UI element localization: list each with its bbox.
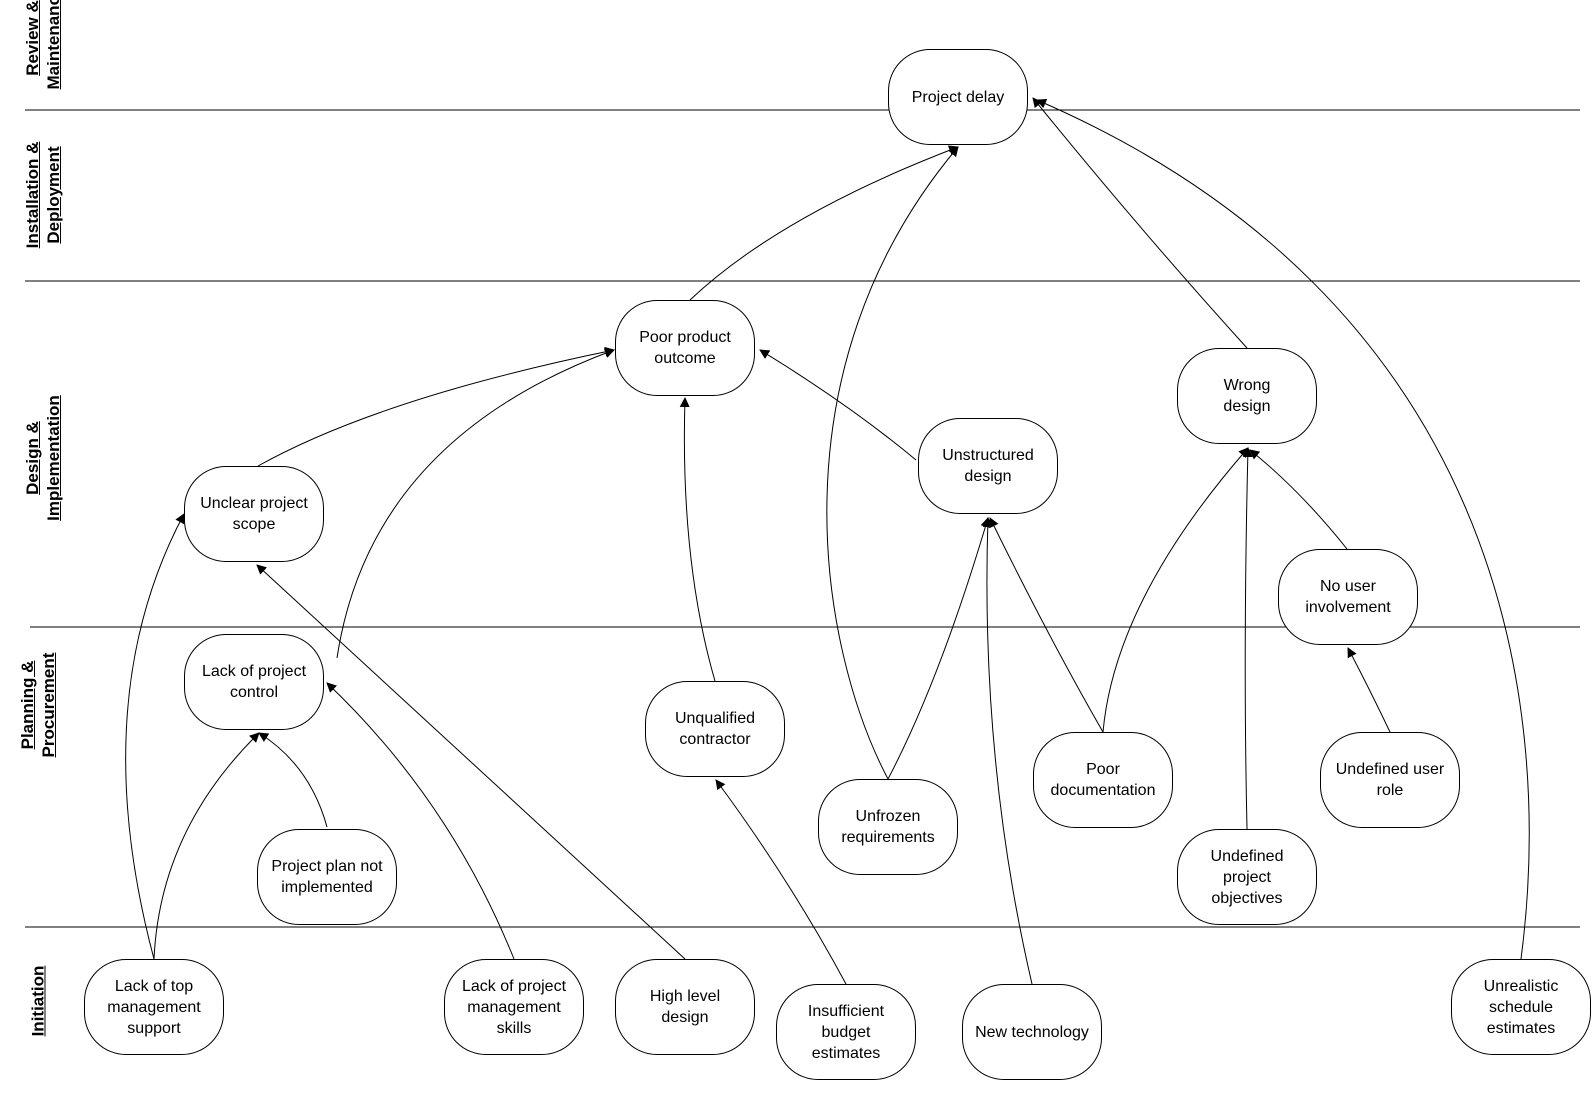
lane-label-line: Maintenance bbox=[44, 0, 63, 90]
node-label: Undefined user bbox=[1335, 761, 1445, 778]
node-label: Unrealistic bbox=[1483, 977, 1559, 995]
lane-label-line: Initiation bbox=[28, 965, 48, 1037]
edge-poor-documentation-to-unstructured-design bbox=[989, 517, 1104, 733]
node-label: estimates bbox=[811, 1044, 881, 1062]
edge-unrealistic-schedule-estimates-to-project-delay bbox=[1036, 98, 1530, 960]
node-label: objectives bbox=[1211, 889, 1283, 907]
node-label: outcome bbox=[654, 350, 716, 367]
node-label: budget bbox=[821, 1023, 871, 1041]
edge-lack-of-top-management-support-to-unclear-project-scope bbox=[125, 513, 185, 960]
node-label: design bbox=[964, 468, 1012, 485]
edge-lack-of-project-control-to-poor-product-outcome bbox=[336, 348, 615, 659]
lane-label-line: Installation & bbox=[23, 141, 42, 249]
edge-unstructured-design-to-poor-product-outcome bbox=[759, 349, 917, 461]
node-undefined-project-objectives: Undefined project objectives bbox=[1177, 829, 1317, 925]
lane-label-line: Review & bbox=[23, 0, 42, 76]
lane-label-planning: Planning & Procurement bbox=[17, 653, 59, 758]
node-label: management bbox=[107, 998, 201, 1016]
node-label: design bbox=[661, 1009, 709, 1026]
edge-unclear-project-scope-to-poor-product-outcome bbox=[257, 346, 615, 467]
node-label: Unqualified bbox=[674, 710, 756, 727]
node-unrealistic-schedule-estimates: Unrealistic schedule estimates bbox=[1451, 959, 1591, 1055]
lane-label-initiation: Initiation bbox=[28, 966, 49, 1037]
node-label: Lack of project bbox=[461, 977, 567, 995]
node-label: contractor bbox=[679, 731, 751, 748]
node-no-user-involvement: No user involvement bbox=[1278, 549, 1418, 645]
node-poor-product-outcome: Poor product outcome bbox=[615, 300, 755, 396]
node-wrong-design: Wrong design bbox=[1177, 348, 1317, 444]
node-insufficient-budget-estimates: Insufficient budget estimates bbox=[776, 984, 916, 1080]
node-label: control bbox=[229, 684, 279, 701]
node-label: Unstructured bbox=[942, 447, 1034, 464]
node-label: support bbox=[127, 1019, 181, 1037]
node-undefined-user-role: Undefined user role bbox=[1320, 732, 1460, 828]
edge-undefined-user-role-to-no-user-involvement bbox=[1347, 647, 1391, 733]
node-label: role bbox=[1376, 782, 1404, 799]
lane-label-design: Design & Implementation bbox=[22, 395, 64, 521]
node-label: involvement bbox=[1305, 599, 1391, 616]
edge-high-level-design-to-unclear-project-scope bbox=[256, 564, 686, 960]
node-label: documentation bbox=[1050, 782, 1156, 799]
node-label: Insufficient bbox=[807, 1002, 885, 1020]
edge-unfrozen-requirements-to-project-delay bbox=[826, 146, 959, 780]
edge-undefined-project-objectives-to-wrong-design bbox=[1242, 447, 1253, 830]
node-unclear-project-scope: Unclear project scope bbox=[184, 466, 324, 562]
node-label: Lack of project bbox=[201, 663, 307, 680]
node-label: High level bbox=[649, 988, 721, 1005]
node-lack-of-project-control: Lack of project control bbox=[184, 634, 324, 730]
node-label: Poor bbox=[1086, 761, 1120, 778]
node-label: management bbox=[467, 998, 561, 1016]
node-label: No user bbox=[1319, 578, 1377, 595]
node-label: requirements bbox=[841, 829, 935, 846]
node-lack-of-project-management-skills: Lack of project management skills bbox=[444, 959, 584, 1055]
lane-label-review: Review & Maintenance bbox=[22, 0, 64, 89]
node-poor-documentation: Poor documentation bbox=[1033, 732, 1173, 828]
edge-no-user-involvement-to-wrong-design bbox=[1249, 449, 1348, 550]
edge-unfrozen-requirements-to-unstructured-design bbox=[887, 517, 991, 780]
node-label: Undefined bbox=[1210, 847, 1284, 865]
edge-lack-of-project-management-skills-to-lack-of-project-control bbox=[326, 682, 515, 960]
lane-label-line: Planning & bbox=[18, 660, 37, 750]
edge-project-plan-not-implemented-to-lack-of-project-control bbox=[258, 732, 328, 828]
lane-label-line: Design & bbox=[23, 421, 42, 495]
node-label: Poor product bbox=[639, 329, 731, 346]
node-unfrozen-requirements: Unfrozen requirements bbox=[818, 779, 958, 875]
lane-label-line: Implementation bbox=[44, 395, 63, 521]
lane-label-line: Procurement bbox=[39, 652, 58, 758]
node-label: schedule bbox=[1488, 998, 1554, 1016]
lane-label-installation: Installation & Deployment bbox=[22, 142, 64, 249]
node-label: project bbox=[1222, 868, 1271, 886]
edge-insufficient-budget-estimates-to-unqualified-contractor bbox=[715, 779, 847, 985]
edge-poor-product-outcome-to-project-delay bbox=[689, 145, 959, 301]
node-label: implemented bbox=[281, 879, 373, 896]
edge-new-technology-to-unstructured-design bbox=[982, 517, 1033, 985]
node-unqualified-contractor: Unqualified contractor bbox=[645, 681, 785, 777]
node-label: Unclear project bbox=[200, 495, 308, 512]
node-label: Unfrozen bbox=[855, 808, 921, 825]
lane-label-line: Deployment bbox=[44, 146, 63, 244]
node-label: Project plan not bbox=[271, 858, 383, 875]
node-label: estimates bbox=[1486, 1019, 1556, 1037]
node-label: Wrong bbox=[1223, 377, 1271, 394]
edge-unqualified-contractor-to-poor-product-outcome bbox=[679, 397, 716, 682]
node-project-plan-not-implemented: Project plan not implemented bbox=[257, 829, 397, 925]
node-label: design bbox=[1223, 398, 1271, 415]
node-unstructured-design: Unstructured design bbox=[918, 418, 1058, 514]
node-label: scope bbox=[232, 516, 276, 533]
node-new-technology: New technology bbox=[962, 984, 1102, 1080]
node-label: skills bbox=[496, 1019, 532, 1037]
edge-wrong-design-to-project-delay bbox=[1032, 97, 1248, 349]
edge-lack-of-top-management-support-to-lack-of-project-control bbox=[153, 732, 260, 960]
node-label: Lack of top bbox=[114, 977, 194, 995]
node-lack-of-top-management-support: Lack of top management support bbox=[84, 959, 224, 1055]
node-high-level-design: High level design bbox=[615, 959, 755, 1055]
edge-poor-documentation-to-wrong-design bbox=[1102, 447, 1249, 733]
node-label: Project delay bbox=[911, 88, 1005, 106]
node-project-delay: Project delay bbox=[888, 49, 1028, 145]
node-label: New technology bbox=[975, 1023, 1089, 1041]
